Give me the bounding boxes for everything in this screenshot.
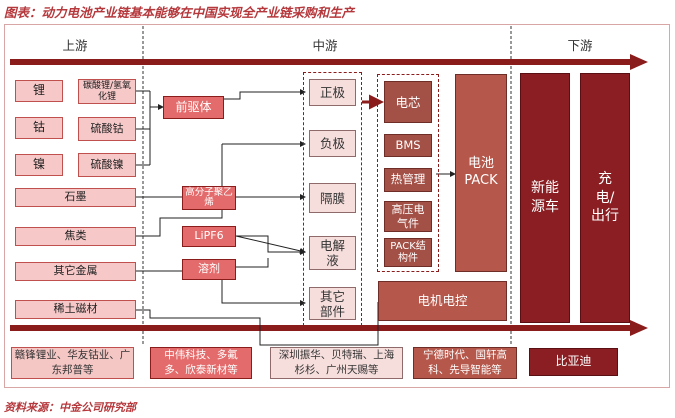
node-lipf6: LiPF6 bbox=[182, 226, 236, 247]
node-thermal-management: 热管理 bbox=[384, 168, 432, 192]
companies-battery: 宁德时代、国轩高科、先导智能等 bbox=[413, 347, 517, 379]
node-motor-control: 电机电控 bbox=[378, 281, 507, 321]
node-charging: 充电/出行 bbox=[580, 73, 630, 323]
node-electrolyte: 电解液 bbox=[309, 236, 356, 270]
node-graphite: 石墨 bbox=[15, 188, 136, 207]
node-cathode: 正极 bbox=[309, 79, 356, 106]
source-note: 资料来源：中金公司研究部 bbox=[4, 401, 136, 414]
node-other-parts: 其它部件 bbox=[309, 287, 356, 320]
node-rare-earth: 稀土磁材 bbox=[15, 300, 136, 319]
node-separator: 隔膜 bbox=[309, 183, 356, 213]
node-lithium-carbonate: 碳酸锂/氢氧化锂 bbox=[78, 79, 136, 104]
section-upstream: 上游 bbox=[62, 38, 88, 53]
node-anode: 负极 bbox=[309, 130, 356, 157]
flow-arrow-top bbox=[10, 54, 648, 70]
node-nickel: 镍 bbox=[15, 154, 63, 176]
companies-downstream: 比亚迪 bbox=[529, 348, 618, 376]
node-precursor: 前驱体 bbox=[163, 96, 224, 119]
flow-arrow-bottom bbox=[10, 320, 648, 336]
node-polyethylene: 高分子聚乙烯 bbox=[182, 186, 236, 210]
diagram-frame bbox=[4, 24, 670, 388]
section-midstream: 中游 bbox=[312, 38, 338, 53]
node-battery-pack: 电池PACK bbox=[455, 74, 507, 272]
node-cobalt-sulfate: 硫酸钴 bbox=[78, 117, 136, 141]
section-downstream: 下游 bbox=[567, 38, 593, 53]
companies-upstream: 赣锋锂业、华友钴业、广东邦普等 bbox=[11, 347, 134, 379]
node-nev: 新能源车 bbox=[520, 73, 570, 323]
figure-caption: 图表：动力电池产业链基本能够在中国实现全产业链采购和生产 bbox=[4, 5, 355, 20]
components-group bbox=[377, 74, 439, 272]
node-nickel-sulfate: 硫酸镍 bbox=[78, 153, 136, 177]
materials-group bbox=[303, 72, 362, 326]
node-solvent: 溶剂 bbox=[182, 259, 236, 280]
node-lithium: 锂 bbox=[15, 80, 63, 102]
node-bms: BMS bbox=[384, 134, 432, 157]
node-other-metals: 其它金属 bbox=[15, 262, 136, 281]
node-cell: 电芯 bbox=[384, 81, 432, 123]
node-cobalt: 钴 bbox=[15, 117, 63, 139]
companies-materials: 深圳振华、贝特瑞、上海杉杉、广州天赐等 bbox=[270, 347, 403, 379]
companies-intermediate: 中伟科技、多氟多、欣泰新材等 bbox=[150, 347, 252, 379]
node-coke: 焦类 bbox=[15, 227, 136, 246]
node-high-voltage: 高压电气件 bbox=[384, 201, 432, 232]
node-pack-structure: PACK结构件 bbox=[384, 238, 432, 267]
